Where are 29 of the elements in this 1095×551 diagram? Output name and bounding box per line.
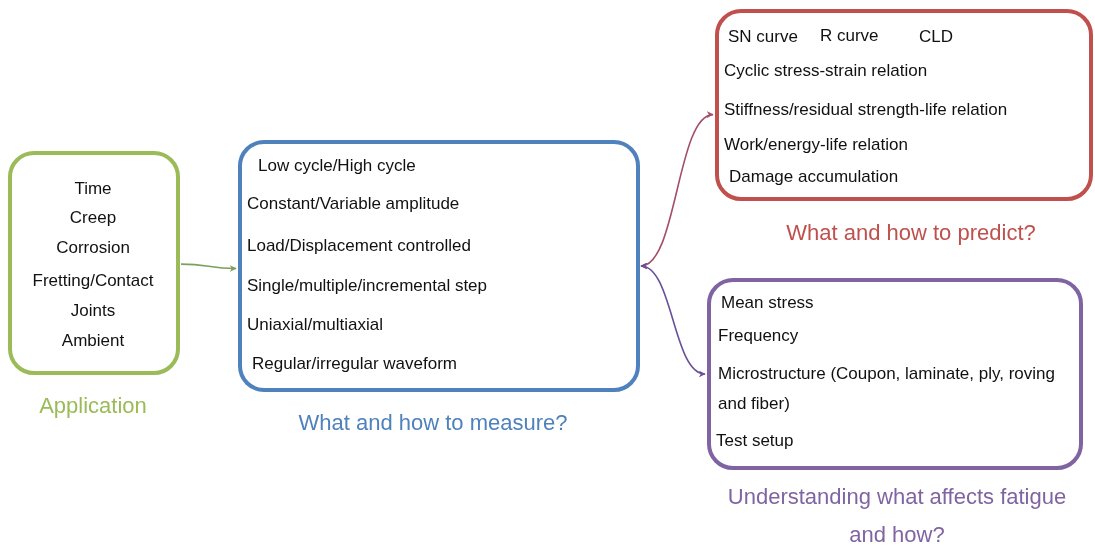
list-item: Damage accumulation <box>729 166 899 188</box>
list-item: Frequency <box>718 325 799 347</box>
arrow <box>180 263 237 272</box>
arrow <box>640 264 706 376</box>
list-item: Regular/irregular waveform <box>252 353 458 375</box>
box-caption: What and how to predict? <box>785 219 1037 247</box>
box-caption: Understanding what affects fatigue and how? <box>727 483 1067 549</box>
list-item: Creep <box>69 207 117 229</box>
list-item: Load/Displacement controlled <box>247 235 471 257</box>
list-item: Microstructure (Coupon, laminate, ply, roving and fiber) <box>718 363 1056 415</box>
list-item: Work/energy-life relation <box>724 134 908 156</box>
list-item: CLD <box>919 26 953 48</box>
list-item: Single/multiple/incremental step <box>247 275 487 297</box>
list-item: Corrosion <box>56 237 130 259</box>
list-item: Test setup <box>716 430 794 452</box>
list-item: Mean stress <box>721 292 814 314</box>
list-item: Joints <box>70 300 116 322</box>
list-item: Uniaxial/multiaxial <box>247 314 384 336</box>
list-item: Fretting/Contact <box>32 270 154 292</box>
box-caption: Application <box>38 392 148 420</box>
list-item: SN curve <box>728 26 798 48</box>
list-item: Low cycle/High cycle <box>258 155 416 177</box>
list-item: Ambient <box>61 330 125 352</box>
box-caption: What and how to measure? <box>297 409 569 437</box>
list-item: Constant/Variable amplitude <box>247 193 460 215</box>
list-item: Stiffness/residual strength-life relation <box>724 99 1008 121</box>
list-item: R curve <box>820 25 879 47</box>
list-item: Cyclic stress-strain relation <box>724 60 928 82</box>
list-item: Time <box>74 178 112 200</box>
